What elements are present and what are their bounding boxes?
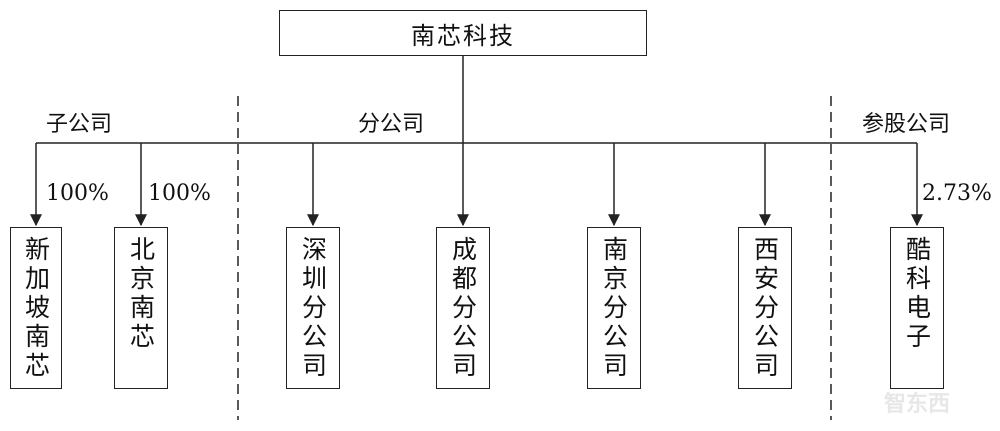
- stake-beijing: 100%: [148, 181, 211, 206]
- root-company-label: 南芯科技: [411, 21, 515, 50]
- entity-box-chengdu: 成都分公司: [436, 227, 490, 389]
- group-label-holdings: 参股公司: [862, 112, 951, 137]
- entity-label-singapore: 新加坡南芯: [21, 236, 51, 381]
- entity-box-nanjing: 南京分公司: [587, 227, 641, 389]
- entity-label-xian: 西安分公司: [750, 236, 780, 381]
- entity-box-singapore: 新加坡南芯: [10, 227, 62, 389]
- entity-label-beijing: 北京南芯: [126, 236, 156, 352]
- entity-box-xian: 西安分公司: [738, 227, 792, 389]
- watermark-logo: 智东西: [884, 392, 951, 417]
- entity-label-nanjing: 南京分公司: [599, 236, 629, 381]
- stake-singapore: 100%: [46, 181, 109, 206]
- entity-box-beijing: 北京南芯: [114, 227, 168, 389]
- entity-label-chengdu: 成都分公司: [448, 236, 478, 381]
- entity-label-kuke: 酷科电子: [902, 236, 932, 352]
- group-label-subsidiaries: 子公司: [46, 112, 113, 137]
- root-company-box: 南芯科技: [279, 10, 647, 56]
- stake-kuke: 2.73%: [922, 181, 992, 206]
- entity-label-shenzhen: 深圳分公司: [298, 236, 328, 381]
- entity-box-shenzhen: 深圳分公司: [286, 227, 340, 389]
- group-label-branches: 分公司: [358, 112, 425, 137]
- entity-box-kuke: 酷科电子: [890, 227, 944, 389]
